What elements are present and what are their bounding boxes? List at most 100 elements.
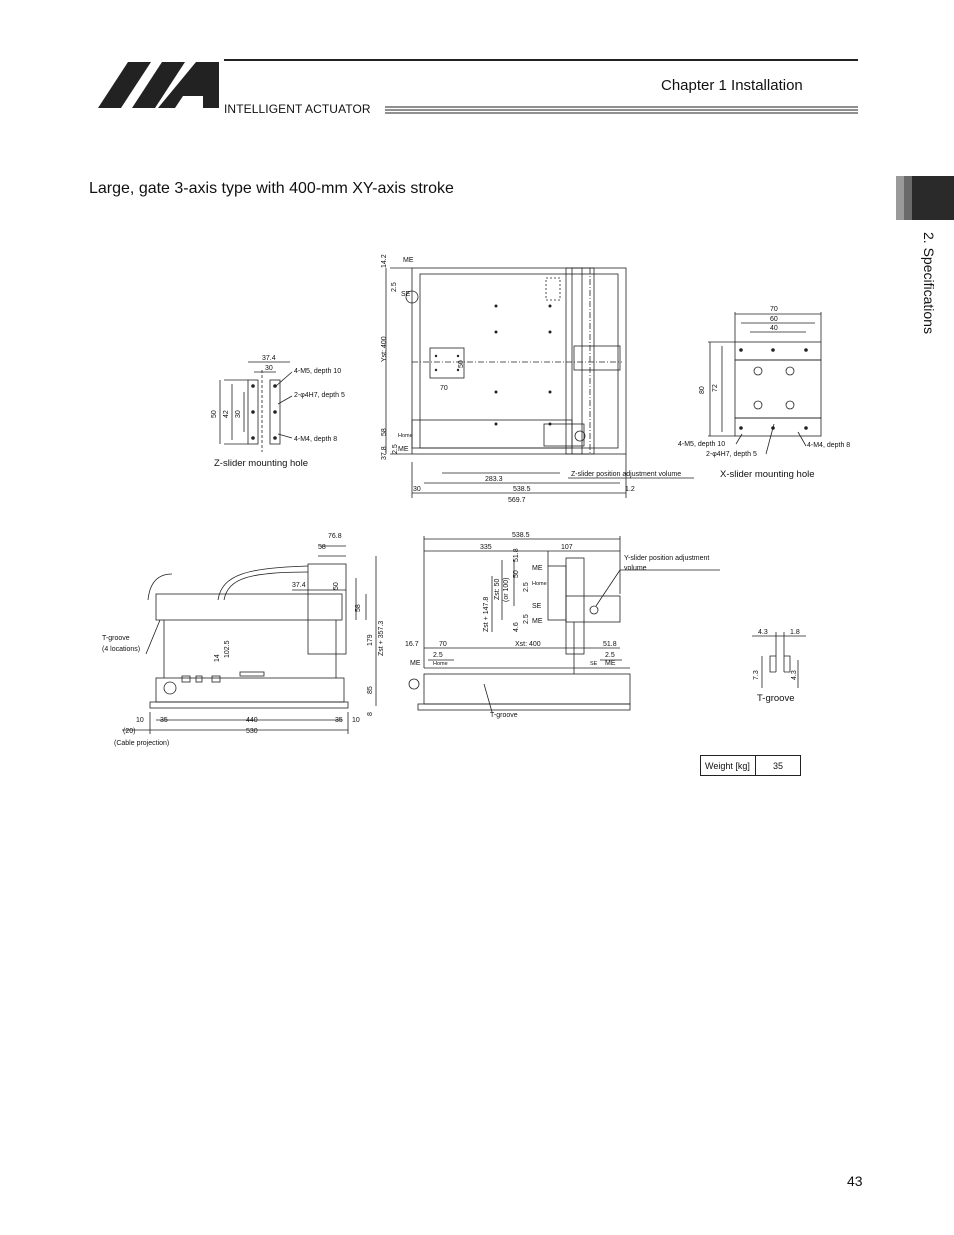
side-tgroove-count: (4 locations) bbox=[102, 646, 140, 653]
front-dim-2-5a: 2.5 bbox=[523, 582, 530, 592]
header-rule-bottom bbox=[385, 106, 858, 114]
front-zst-100: (or 100) bbox=[503, 577, 510, 602]
t-dim-4-3a: 4.3 bbox=[758, 629, 768, 636]
front-dim-50: 50 bbox=[513, 570, 520, 578]
top-dim-2-5b: 2.5 bbox=[392, 444, 399, 454]
x-dim-60: 60 bbox=[770, 316, 778, 323]
side-view-drawing: 76.8 58 37.4 50 58 179 Zst + 357.3 T-gro… bbox=[102, 533, 385, 747]
x-hole-phi4: 2-φ4H7, depth 5 bbox=[706, 451, 757, 458]
z-hole-m5: 4-M5, depth 10 bbox=[294, 368, 341, 375]
weight-value-cell: 35 bbox=[755, 755, 801, 776]
z-dim-30: 30 bbox=[265, 365, 273, 372]
front-dim-70: 70 bbox=[439, 641, 447, 648]
top-dim-2-5: 2.5 bbox=[391, 282, 398, 292]
front-dim-2-5d: 2.5 bbox=[605, 652, 615, 659]
x-dim-40: 40 bbox=[770, 325, 778, 332]
side-dim-58: 58 bbox=[318, 544, 326, 551]
front-dim-51-8: 51.8 bbox=[513, 548, 520, 562]
top-dim-283-3: 283.3 bbox=[485, 476, 503, 483]
front-view-drawing: 538.5 335 107 Y-slider position adjustme… bbox=[405, 532, 720, 719]
side-tgroove-label: T-groove bbox=[102, 635, 130, 642]
t-dim-7-3: 7.3 bbox=[753, 670, 760, 680]
side-tab-marker bbox=[896, 176, 954, 220]
front-me-z: ME bbox=[532, 618, 543, 625]
z-dim-37-4: 37.4 bbox=[262, 355, 276, 362]
top-dim-569-7: 569.7 bbox=[508, 497, 526, 504]
front-tgroove-label: T-groove bbox=[490, 712, 518, 719]
front-home-x: Home bbox=[433, 661, 448, 667]
top-dim-70: 70 bbox=[440, 385, 448, 392]
top-dim-50: 50 bbox=[458, 360, 465, 368]
side-dim-440: 440 bbox=[246, 717, 258, 724]
x-dim-70: 70 bbox=[770, 306, 778, 313]
front-dim-107: 107 bbox=[561, 544, 573, 551]
header-graphics bbox=[98, 59, 858, 114]
side-dim-10b: 10 bbox=[352, 717, 360, 724]
top-dim-538-5: 538.5 bbox=[513, 486, 531, 493]
x-dim-80: 80 bbox=[699, 386, 706, 394]
front-zst-147: Zst + 147.8 bbox=[483, 597, 490, 632]
t-groove-caption: T-groove bbox=[757, 693, 795, 704]
z-dim-50: 50 bbox=[211, 410, 218, 418]
front-se-z: SE bbox=[532, 603, 542, 610]
side-dim-50: 50 bbox=[333, 582, 340, 590]
t-dim-4-3b: 4.3 bbox=[791, 670, 798, 680]
brand-name: INTELLIGENT ACTUATOR bbox=[224, 102, 371, 116]
side-dim-58v: 58 bbox=[355, 604, 362, 612]
top-z-adjust-label: Z-slider position adjustment volume bbox=[571, 471, 681, 478]
front-dim-51-8b: 51.8 bbox=[603, 641, 617, 648]
front-home-z: Home bbox=[532, 581, 547, 587]
front-xst-label: Xst: 400 bbox=[515, 641, 541, 648]
top-me-label-b: ME bbox=[398, 446, 409, 453]
side-dim-8: 8 bbox=[367, 712, 374, 716]
x-hole-m4: 4-M4, depth 8 bbox=[807, 442, 850, 449]
front-dim-16-7: 16.7 bbox=[405, 641, 419, 648]
side-dim-102-5: 102.5 bbox=[224, 640, 231, 658]
front-dim-538-5: 538.5 bbox=[512, 532, 530, 539]
top-dim-58: 58 bbox=[381, 428, 388, 436]
page-number: 43 bbox=[847, 1173, 863, 1189]
front-zst-50: Zst: 50 bbox=[494, 578, 501, 600]
side-dim-zst-357: Zst + 357.3 bbox=[378, 621, 385, 656]
top-yst-label: Yst: 400 bbox=[381, 336, 388, 362]
top-me-label: ME bbox=[403, 257, 414, 264]
z-slider-drawing: 37.4 30 4-M5, depth 10 2-φ4H7, depth 5 4… bbox=[211, 355, 345, 469]
front-me-x-right: ME bbox=[605, 660, 616, 667]
top-dim-30: 30 bbox=[413, 486, 421, 493]
chapter-heading: Chapter 1 Installation bbox=[661, 77, 803, 94]
dimension-drawings: 37.4 30 4-M5, depth 10 2-φ4H7, depth 5 4… bbox=[102, 254, 850, 747]
side-dim-20: (20) bbox=[123, 728, 135, 735]
z-dim-42: 42 bbox=[223, 410, 230, 418]
top-dim-14-2: 14.2 bbox=[381, 254, 388, 268]
side-dim-10a: 10 bbox=[136, 717, 144, 724]
top-se-label: SE bbox=[401, 291, 411, 298]
z-dim-30v: 30 bbox=[235, 410, 242, 418]
weight-label-cell: Weight [kg] bbox=[700, 755, 756, 776]
front-dim-2-5c: 2.5 bbox=[433, 652, 443, 659]
side-dim-530: 530 bbox=[246, 728, 258, 735]
side-dim-35a: 35 bbox=[160, 717, 168, 724]
top-dim-37-8: 37.8 bbox=[381, 446, 388, 460]
front-dim-335: 335 bbox=[480, 544, 492, 551]
x-dim-72: 72 bbox=[712, 384, 719, 392]
front-se-x: SE bbox=[590, 661, 598, 667]
side-dim-35b: 35 bbox=[335, 717, 343, 724]
front-y-adjust-label-2: volume bbox=[624, 565, 647, 572]
weight-table: Weight [kg] 35 bbox=[700, 755, 801, 776]
top-view-drawing: 14.2 ME 2.5 SE Yst: 400 58 37.8 2.5 Home… bbox=[381, 254, 694, 504]
z-hole-phi4: 2-φ4H7, depth 5 bbox=[294, 392, 345, 399]
section-title: Large, gate 3-axis type with 400-mm XY-a… bbox=[89, 180, 454, 197]
front-dim-2-5b: 2.5 bbox=[523, 614, 530, 624]
z-hole-m4: 4-M4, depth 8 bbox=[294, 436, 337, 443]
side-dim-37-4: 37.4 bbox=[292, 582, 306, 589]
side-dim-85: 85 bbox=[367, 686, 374, 694]
front-me-top: ME bbox=[532, 565, 543, 572]
x-slider-caption: X-slider mounting hole bbox=[720, 469, 815, 480]
side-dim-179: 179 bbox=[367, 634, 374, 646]
top-dim-1-2: 1.2 bbox=[625, 486, 635, 493]
top-home-label: Home bbox=[398, 433, 413, 439]
iai-logo bbox=[98, 62, 219, 108]
t-dim-1-8: 1.8 bbox=[790, 629, 800, 636]
front-me-x-left: ME bbox=[410, 660, 421, 667]
front-y-adjust-label: Y-slider position adjustment bbox=[624, 555, 709, 562]
